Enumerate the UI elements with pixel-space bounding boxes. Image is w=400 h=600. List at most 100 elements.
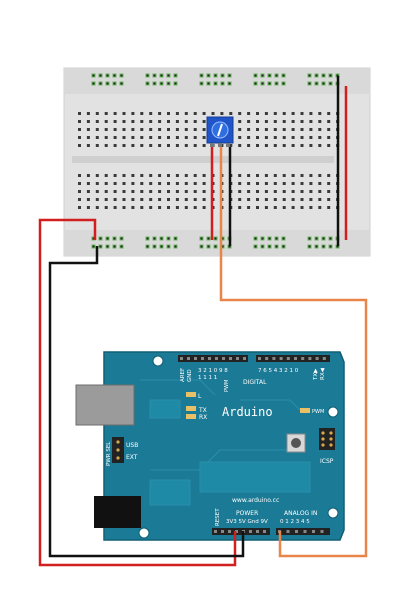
terminal-hole [247, 198, 251, 201]
terminal-hole [238, 190, 242, 193]
header-pin [312, 530, 315, 533]
terminal-hole [282, 198, 286, 201]
terminal-hole [256, 144, 259, 147]
terminal-hole [131, 120, 135, 123]
terminal-hole [122, 136, 126, 139]
digital-header-high [178, 355, 248, 362]
terminal-hole [318, 198, 322, 201]
terminal-hole [300, 120, 304, 123]
rail-hole [145, 236, 150, 241]
rail-hole [267, 81, 272, 86]
rail-hole [321, 244, 326, 249]
terminal-hole [131, 182, 135, 185]
rail-hole [213, 73, 218, 78]
terminal-hole [309, 144, 313, 147]
terminal-hole [309, 206, 313, 209]
terminal-hole [184, 112, 188, 115]
rail-hole [281, 236, 286, 241]
terminal-hole [256, 174, 259, 177]
led-l-label: L [198, 393, 202, 400]
header-pin [272, 357, 276, 360]
terminal-hole [247, 174, 251, 177]
terminal-hole [113, 112, 117, 115]
terminal-hole [238, 144, 242, 147]
rail-hole [166, 244, 171, 249]
terminal-hole [264, 144, 268, 147]
terminal-hole [175, 144, 179, 147]
terminal-hole [149, 198, 153, 201]
rail-hole [260, 81, 265, 86]
power-header [212, 528, 270, 535]
terminal-hole [86, 128, 90, 131]
terminal-hole [175, 198, 179, 201]
terminal-hole [95, 182, 99, 185]
terminal-hole [238, 206, 242, 209]
terminal-hole [113, 198, 117, 201]
terminal-hole [175, 182, 179, 185]
rail-hole [220, 73, 225, 78]
terminal-hole [229, 112, 233, 115]
terminal-hole [327, 112, 331, 115]
header-pin [279, 357, 283, 360]
terminal-hole [175, 174, 179, 177]
rail-hole [112, 73, 117, 78]
rail-hole [274, 73, 279, 78]
terminal-hole [291, 120, 295, 123]
terminal-hole [167, 206, 170, 209]
terminal-hole [95, 198, 99, 201]
terminal-hole [158, 174, 162, 177]
terminal-hole [193, 128, 197, 131]
reset-label: RESET [215, 508, 221, 526]
terminal-hole [140, 198, 144, 201]
terminal-hole [78, 206, 81, 209]
wire-5v [38, 218, 237, 567]
terminal-hole [113, 206, 117, 209]
terminal-hole [273, 182, 277, 185]
terminal-hole [256, 120, 259, 123]
terminal-hole [149, 112, 153, 115]
terminal-hole [238, 128, 242, 131]
terminal-hole [264, 136, 268, 139]
terminal-hole [300, 206, 304, 209]
terminal-hole [247, 144, 251, 147]
terminal-hole [95, 112, 99, 115]
rail-hole [213, 236, 218, 241]
terminal-hole [229, 144, 233, 147]
pwm-label: PWM [224, 380, 230, 392]
terminal-hole [247, 190, 251, 193]
terminal-hole [238, 174, 242, 177]
terminal-hole [184, 206, 188, 209]
header-pin [320, 530, 324, 533]
terminal-hole [327, 190, 331, 193]
terminal-hole [282, 174, 286, 177]
terminal-hole [327, 136, 331, 139]
rail-hole [321, 73, 326, 78]
rail-hole [152, 236, 157, 241]
terminal-hole [167, 190, 170, 193]
header-pin [308, 357, 312, 360]
terminal-hole [131, 136, 135, 139]
terminal-hole [247, 112, 251, 115]
terminal-hole [78, 136, 81, 139]
terminal-hole [158, 128, 162, 131]
terminal-hole [327, 198, 331, 201]
terminal-hole [273, 128, 277, 131]
terminal-hole [104, 136, 108, 139]
terminal-hole [309, 128, 313, 131]
header-pin [322, 357, 326, 360]
terminal-hole [184, 144, 188, 147]
terminal-hole [291, 174, 295, 177]
terminal-hole [149, 144, 153, 147]
terminal-hole [282, 136, 286, 139]
terminal-hole [78, 120, 81, 123]
terminal-hole [104, 112, 108, 115]
terminal-hole [202, 190, 206, 193]
terminal-hole [256, 182, 259, 185]
terminal-hole [291, 190, 295, 193]
analog-in-label: ANALOG IN [284, 510, 317, 517]
terminal-hole [300, 198, 304, 201]
terminal-hole [193, 120, 197, 123]
rail-hole [314, 236, 319, 241]
rail-hole [98, 244, 103, 249]
header-pin [221, 530, 224, 533]
